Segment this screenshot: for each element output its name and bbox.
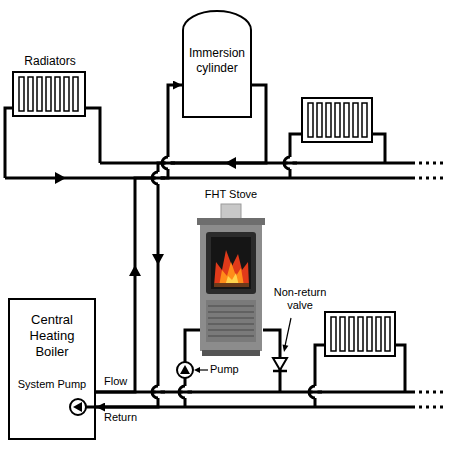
radiator-fins [331,317,390,351]
callout-label: Non-return valve [268,286,332,312]
stove-top [197,218,265,225]
component-label: Radiators [14,54,86,68]
pipe-continuation [419,391,446,394]
component-label: FHT Stove [195,188,267,201]
crossing-hop [152,172,158,184]
return-pipe [96,85,266,407]
flow-pipe [96,85,182,392]
leader-line [285,318,291,346]
valve-seat [273,370,287,373]
pipe-label: Return [104,411,146,424]
radiator-symbol [325,312,395,356]
pipe-crossing [161,157,175,169]
stove-flue [221,204,241,219]
fire-flame [214,250,249,286]
crossing-hop [179,386,185,398]
radiator-fins [308,103,367,137]
node-title: Central Heating Boiler [13,312,91,360]
radiator-fins [19,77,78,111]
pump-symbol [177,362,193,378]
pump-triangle [73,402,82,412]
radiator-pipe [290,134,302,178]
stove-illustration [197,204,265,356]
crossing-hop [284,157,290,169]
leader-line [199,369,208,370]
pipe-crossing [308,386,322,398]
crossing-hop [309,386,315,398]
leader-arrowhead [283,345,289,352]
pipe-crossing [151,172,165,184]
pump-symbol [70,399,86,415]
pipe-crossing [151,386,165,398]
stove-pump-circle [177,362,193,378]
radiator-pipe [372,134,385,163]
radiator-pipe [315,345,325,407]
flow-main-lower [96,391,415,394]
pipe-continuation [419,162,446,165]
crossing-hop [162,157,168,169]
fire-log [214,283,249,287]
immersion-cylinder: Immersion cylinder [182,10,252,118]
system-pump-circle [70,399,86,415]
callout-label: Pump [210,363,250,376]
valve-triangle [273,358,287,370]
grille-slats [208,306,254,336]
non-return-valve-symbol [273,358,287,371]
radiator-pipe [395,345,405,392]
stove-base [202,350,260,356]
radiator-symbol [13,72,85,116]
fire-flame [219,262,244,286]
cylinder-shape [183,11,251,117]
node-subtitle: System Pump [13,377,91,391]
radiator-symbol [302,98,372,142]
pipe-continuation [419,406,446,409]
stove-door [206,232,256,294]
stove-window [211,237,251,289]
boiler-box: Central Heating BoilerSystem Pump [8,298,96,440]
stove-grille [206,300,256,342]
node-title: Immersion cylinder [185,46,249,76]
radiator-pipe [85,108,100,163]
flow-main-upper [5,177,415,180]
leader-arrowhead [194,367,200,373]
pipe-continuation [419,177,446,180]
radiator-pipe [5,108,13,178]
pump-triangle [180,365,190,374]
stove-body [200,225,262,351]
pipe-label: Flow [104,375,132,388]
pipe-crossing [283,157,297,169]
crossing-hop [152,386,158,398]
pipe-crossing [178,386,192,398]
flow-direction-arrow [55,172,66,184]
